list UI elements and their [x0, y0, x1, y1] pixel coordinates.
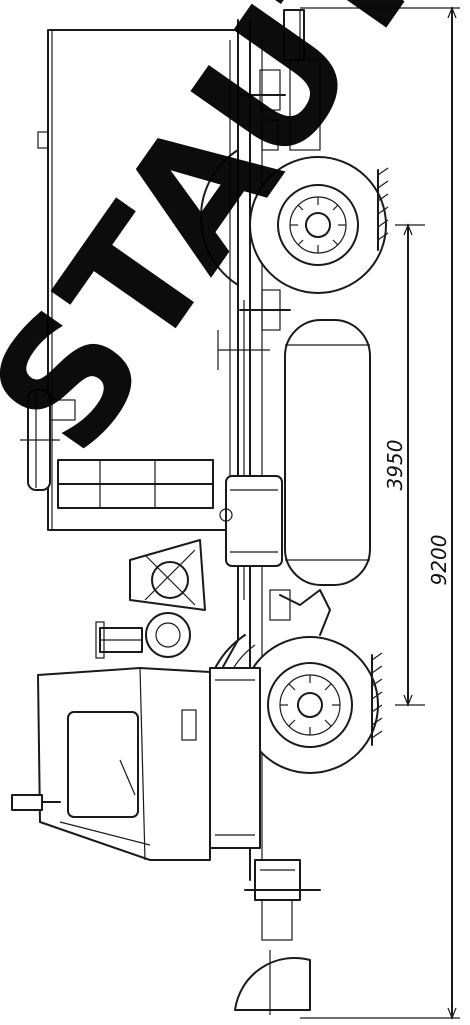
crane-mount [129, 539, 206, 611]
rear-ground-hatch [377, 167, 389, 251]
battery-box [219, 475, 283, 567]
rear-wheel [249, 156, 387, 294]
rear-bumper [283, 9, 321, 151]
front-snow-plow [234, 950, 311, 1015]
cab-window [67, 711, 139, 818]
cab [11, 667, 211, 861]
marker-lamp-icon [37, 131, 49, 149]
side-mirror-icon [11, 794, 43, 811]
front-bumper [244, 859, 321, 941]
overall-length-label: 9200 [427, 535, 451, 586]
dimension-overall-length: 9200 [300, 6, 460, 1020]
rear-suspension [239, 69, 291, 331]
front-ground-hatch [371, 652, 383, 746]
dimension-wheelbase: 3950 [383, 223, 425, 707]
fuel-tank [284, 319, 371, 586]
door-handle-icon [181, 709, 197, 741]
engine-hood [209, 667, 261, 849]
rear-fender [199, 149, 239, 286]
front-suspension [269, 589, 331, 636]
wheelbase-label: 3950 [383, 440, 407, 491]
ladder [57, 459, 214, 509]
front-wheel [241, 636, 379, 774]
hydraulic-pump [95, 612, 191, 659]
spare-wheel [20, 389, 76, 491]
cargo-body [37, 29, 239, 531]
